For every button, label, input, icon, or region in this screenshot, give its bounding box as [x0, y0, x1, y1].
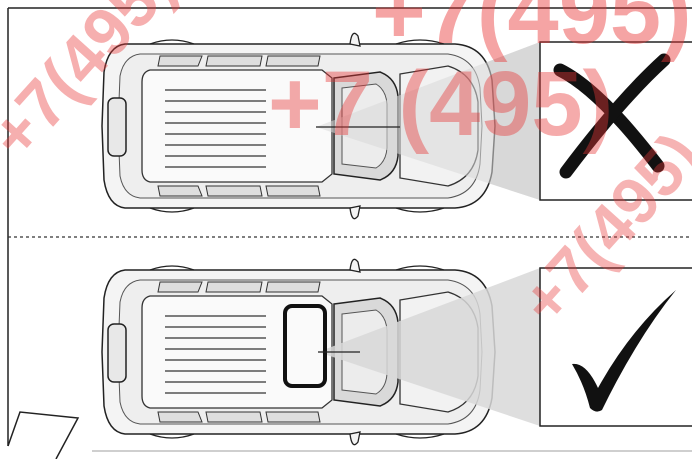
check-icon [572, 290, 676, 412]
scenario-correct [101, 258, 692, 446]
highlight-area [283, 304, 327, 388]
scenario-incorrect [101, 32, 692, 220]
callout-wedge [318, 268, 540, 426]
cross-icon [553, 53, 671, 179]
callout-box [539, 267, 692, 427]
diagram-frame [7, 7, 692, 459]
